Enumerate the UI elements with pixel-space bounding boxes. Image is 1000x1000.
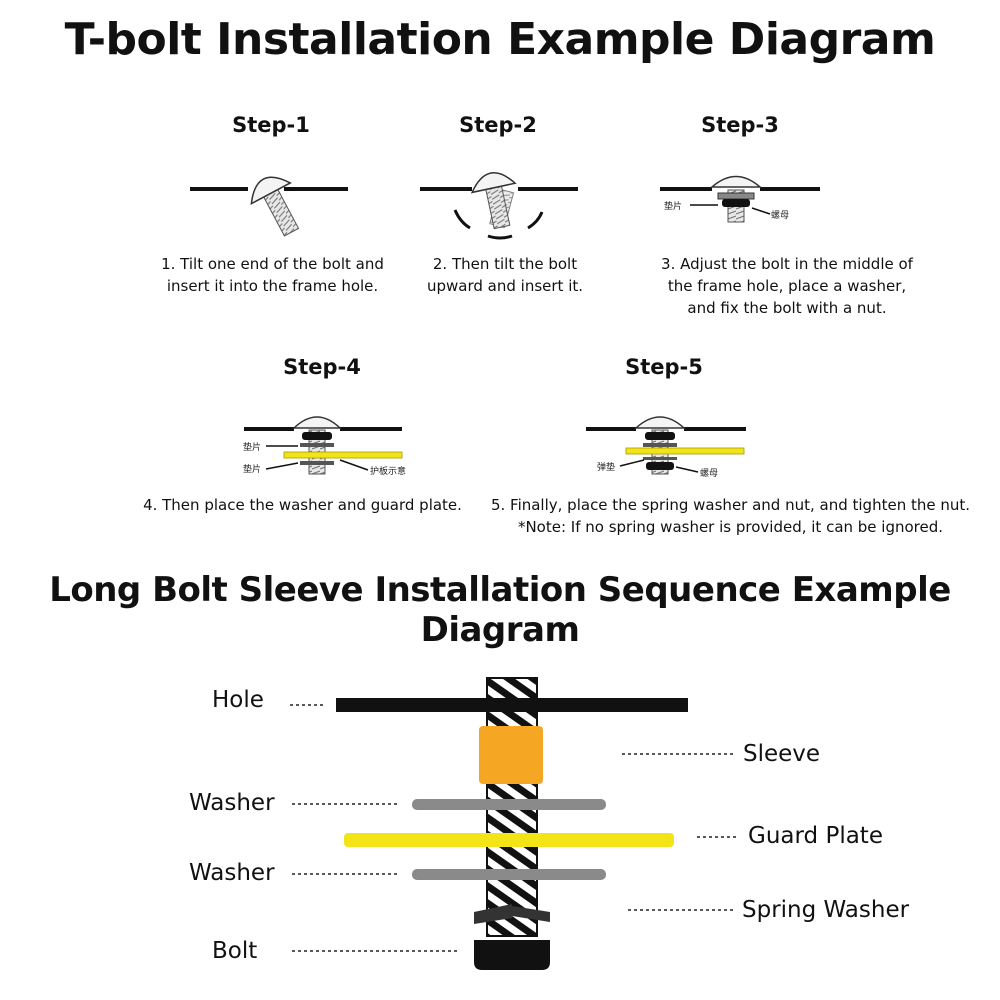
washer-bottom <box>412 869 606 880</box>
step-3-title: Step-3 <box>701 113 779 137</box>
sequence-diagram <box>290 677 736 970</box>
step-3-label-washer: 垫片 <box>664 200 682 212</box>
step-3-illustration: 垫片 螺母 <box>660 175 820 223</box>
step-5-caption: 5. Finally, place the spring washer and … <box>490 496 971 536</box>
sleeve <box>479 726 543 784</box>
frame-hole <box>336 698 688 712</box>
step-4-label-guard-plate: 护板示意 <box>370 465 406 477</box>
bolt-head <box>474 940 550 970</box>
label-washer-bottom: Washer <box>189 860 275 886</box>
label-spring-washer: Spring Washer <box>742 897 910 923</box>
step-4-label-washer-1: 垫片 <box>243 441 261 453</box>
spring-washer-left <box>474 904 512 924</box>
step-1-title: Step-1 <box>232 113 310 137</box>
step-illustrations: 垫片 螺母 垫片 垫片 护板示意 弹垫 螺母 <box>190 172 820 479</box>
label-guard-plate: Guard Plate <box>748 823 883 849</box>
step-4-caption: 4. Then place the washer and guard plate… <box>143 496 462 514</box>
main-title: T-bolt Installation Example Diagram <box>64 14 936 65</box>
step-4-label-washer-2: 垫片 <box>243 463 261 475</box>
step-4-title: Step-4 <box>283 355 361 379</box>
step-4-illustration: 垫片 垫片 护板示意 <box>243 416 406 477</box>
spring-washer-right <box>512 906 550 922</box>
step-3-label-nut: 螺母 <box>771 210 789 221</box>
label-hole: Hole <box>212 687 264 713</box>
guard-plate <box>344 833 674 847</box>
label-sleeve: Sleeve <box>743 741 821 767</box>
sequence-title: Long Bolt Sleeve Installation Sequence E… <box>49 570 951 650</box>
step-1-illustration <box>190 176 348 237</box>
washer-top <box>412 799 606 810</box>
step-5-title: Step-5 <box>625 355 703 379</box>
step-5-label-nut: 螺母 <box>700 468 718 479</box>
step-2-illustration <box>420 172 578 240</box>
step-5-label-spring-washer: 弹垫 <box>597 461 615 473</box>
label-washer-top: Washer <box>189 790 275 816</box>
label-bolt: Bolt <box>212 938 258 964</box>
step-2-title: Step-2 <box>459 113 537 137</box>
step-5-illustration: 弹垫 螺母 <box>586 416 746 479</box>
